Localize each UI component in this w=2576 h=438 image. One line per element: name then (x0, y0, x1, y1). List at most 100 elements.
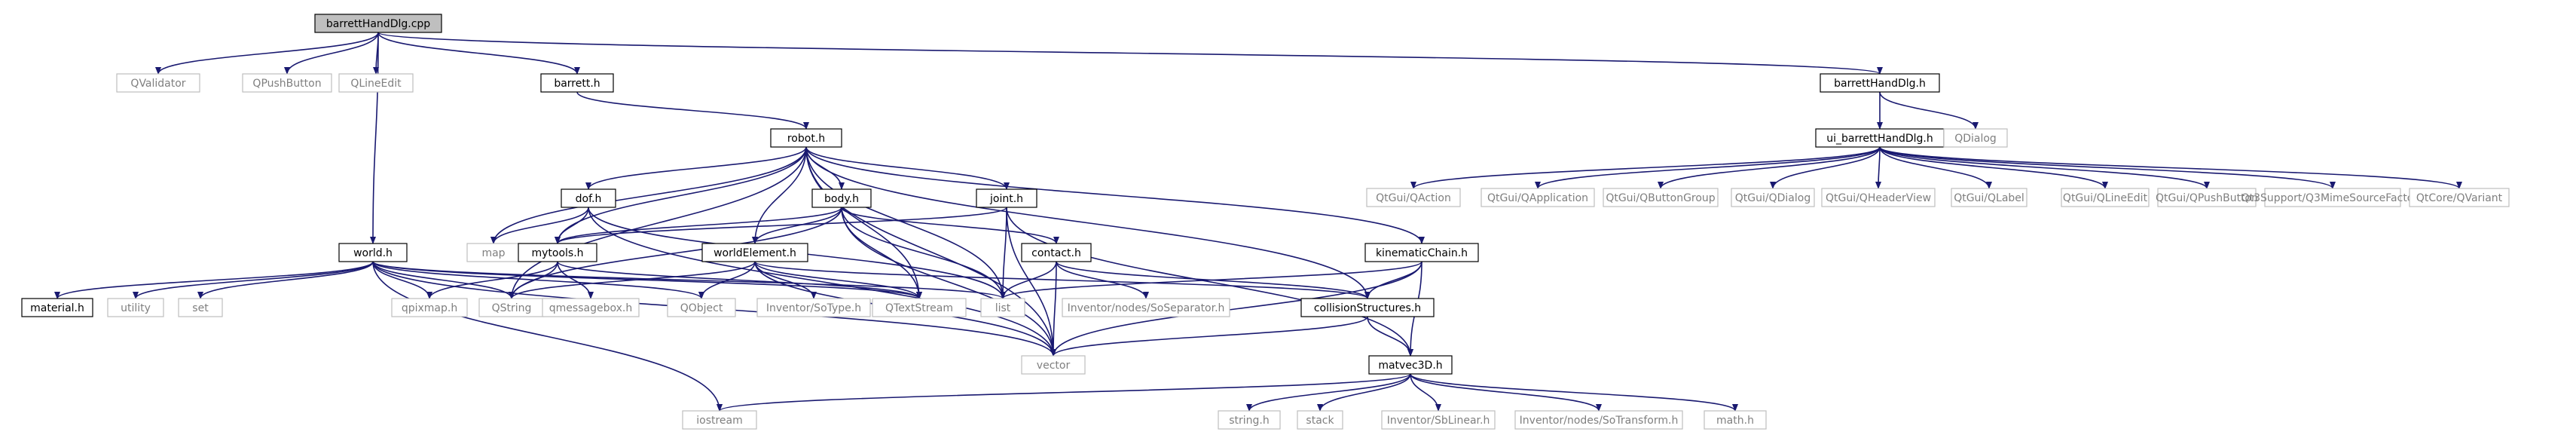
edge-matvec-to-mathh (1410, 373, 1738, 412)
edge-body-to-list (841, 207, 1006, 299)
edge-robot-to-vector (805, 146, 1056, 357)
edge-world-to-qtextstream (372, 261, 922, 299)
edge-matvec-to-iostream (717, 373, 1411, 412)
node-qmessagebox[interactable]: qmessagebox.h (542, 298, 640, 317)
edge-world-to-material (54, 261, 374, 299)
node-barrett[interactable]: barrett.h (540, 73, 614, 93)
edge-barrett-to-robot (576, 91, 809, 130)
node-qtdialog[interactable]: QtGui/QDialog (1731, 188, 1815, 207)
edge-root-to-qvalidator (155, 32, 379, 75)
edge-root-to-barrettdlg (377, 32, 1883, 75)
edge-robot-to-kinematic (805, 146, 1425, 244)
node-qtextstream[interactable]: QTextStream (872, 298, 967, 317)
node-list[interactable]: list (980, 298, 1025, 317)
node-box-utility (107, 298, 164, 317)
node-mathh[interactable]: math.h (1704, 410, 1767, 430)
node-sotype[interactable]: Inventor/SoType.h (756, 298, 871, 317)
node-box-sotype (756, 298, 871, 317)
node-box-iostream (682, 410, 757, 430)
node-label-qstring: QString (492, 302, 532, 314)
node-box-qtvariant (2409, 188, 2510, 207)
edge-body-to-mytools (555, 207, 842, 244)
node-map[interactable]: map (466, 243, 521, 262)
edge-world-to-iostream (372, 261, 723, 412)
node-qstring[interactable]: QString (478, 298, 545, 317)
node-box-qtaction (1366, 188, 1461, 207)
node-joint[interactable]: joint.h (976, 188, 1037, 208)
node-body[interactable]: body.h (811, 188, 872, 208)
node-box-body (811, 188, 872, 208)
node-box-qstring (478, 298, 545, 317)
node-qobject[interactable]: QObject (667, 298, 736, 317)
node-material[interactable]: material.h (21, 298, 93, 317)
node-stringh[interactable]: string.h (1218, 410, 1281, 430)
node-qtlineedit[interactable]: QtGui/QLineEdit (2061, 188, 2150, 207)
edge-mytools-to-qpixmap (426, 261, 558, 299)
node-sblinear[interactable]: Inventor/SbLinear.h (1381, 410, 1496, 430)
edge-robot-to-joint (805, 146, 1010, 190)
edge-ui-to-qtpushbutton (1879, 146, 2210, 189)
edge-matvec-to-sotransform (1410, 373, 1602, 412)
node-label-sblinear: Inventor/SbLinear.h (1387, 415, 1490, 427)
edge-root-to-barrett (377, 32, 580, 75)
edge-mytools-to-qmessagebox (557, 261, 594, 299)
node-matvec[interactable]: matvec3D.h (1368, 355, 1453, 375)
node-label-ui: ui_barrettHandDlg.h (1826, 133, 1933, 145)
node-stack[interactable]: stack (1297, 410, 1343, 430)
edge-ui-to-qtaction (1410, 146, 1881, 189)
node-box-list (980, 298, 1025, 317)
node-qtvariant[interactable]: QtCore/QVariant (2409, 188, 2510, 207)
edge-contact-to-soseparator (1056, 261, 1149, 299)
node-qtbuttongroup[interactable]: QtGui/QButtonGroup (1603, 188, 1719, 207)
node-qtpushbutton[interactable]: QtGui/QPushButton (2156, 188, 2258, 207)
node-box-set (178, 298, 223, 317)
node-robot[interactable]: robot.h (770, 128, 842, 148)
node-qlineedit[interactable]: QLineEdit (338, 73, 414, 93)
node-utility[interactable]: utility (107, 298, 164, 317)
node-ui[interactable]: ui_barrettHandDlg.h (1815, 128, 1945, 148)
node-qtaction[interactable]: QtGui/QAction (1366, 188, 1461, 207)
node-box-qpixmap (391, 298, 468, 317)
node-qvalidator[interactable]: QValidator (116, 73, 200, 93)
node-dof[interactable]: dof.h (561, 188, 616, 208)
node-label-body: body.h (824, 193, 859, 205)
node-box-root (314, 14, 442, 33)
node-qtlabel[interactable]: QtGui/QLabel (1951, 188, 2027, 207)
node-mytools[interactable]: mytools.h (518, 243, 597, 262)
edge-joint-to-list (1000, 207, 1007, 299)
node-qpixmap[interactable]: qpixmap.h (391, 298, 468, 317)
node-box-kinematic (1364, 243, 1479, 262)
node-label-mytools: mytools.h (531, 247, 583, 259)
node-kinematic[interactable]: kinematicChain.h (1364, 243, 1479, 262)
node-box-joint (976, 188, 1037, 208)
node-box-qtextstream (872, 298, 967, 317)
node-qpushbutton[interactable]: QPushButton (242, 73, 332, 93)
node-qtheaderview[interactable]: QtGui/QHeaderView (1821, 188, 1936, 207)
node-collision[interactable]: collisionStructures.h (1300, 298, 1435, 317)
node-set[interactable]: set (178, 298, 223, 317)
node-vector[interactable]: vector (1021, 355, 1086, 375)
node-label-joint: joint.h (989, 193, 1023, 205)
node-worldelement[interactable]: worldElement.h (701, 243, 808, 262)
node-sotransform[interactable]: Inventor/nodes/SoTransform.h (1514, 410, 1683, 430)
node-barrettdlg[interactable]: barrettHandDlg.h (1820, 73, 1940, 93)
node-qtapplication[interactable]: QtGui/QApplication (1481, 188, 1595, 207)
node-soseparator[interactable]: Inventor/nodes/SoSeparator.h (1062, 298, 1230, 317)
edge-ui-to-qtheaderview (1875, 146, 1882, 189)
node-box-stringh (1218, 410, 1281, 430)
node-contact[interactable]: contact.h (1021, 243, 1092, 262)
node-qt3mime[interactable]: Qt3Support/Q3MimeSourceFactory (2241, 188, 2425, 207)
node-world[interactable]: world.h (338, 243, 408, 262)
edge-kinematic-to-list (1000, 261, 1422, 299)
edge-worldelement-to-qtextstream (754, 261, 922, 299)
node-box-qtbuttongroup (1603, 188, 1719, 207)
edge-collision-to-vector (1050, 316, 1368, 357)
node-box-qt3mime (2264, 188, 2401, 207)
node-iostream[interactable]: iostream (682, 410, 757, 430)
node-box-world (338, 243, 408, 262)
node-root[interactable]: barrettHandDlg.cpp (314, 14, 442, 33)
node-label-qtpushbutton: QtGui/QPushButton (2156, 192, 2258, 204)
node-qdialog[interactable]: QDialog (1943, 128, 2008, 148)
